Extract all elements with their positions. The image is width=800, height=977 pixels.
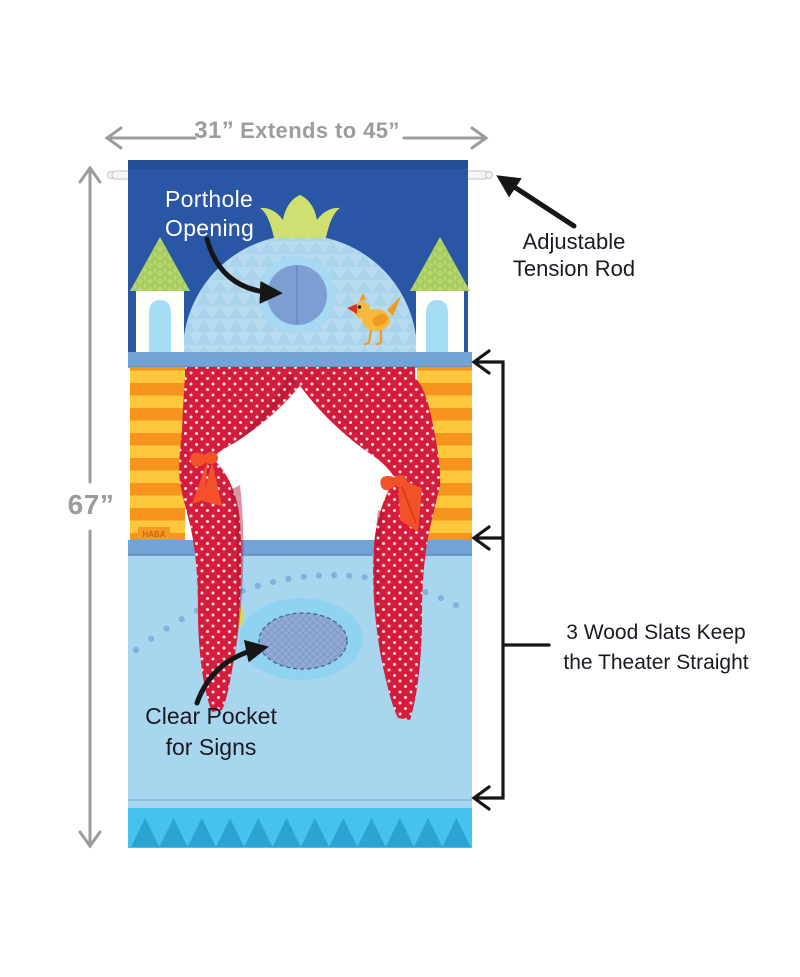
right-curtain: [288, 367, 441, 720]
clear-pocket-label: Clear Pocket for Signs: [145, 703, 277, 760]
bird-icon: [347, 293, 401, 346]
left-curtain: [179, 367, 312, 712]
width-measure-label: 31”Extends to 45”: [194, 117, 400, 145]
right-ribbon: [380, 475, 422, 532]
crown-icon: [260, 195, 340, 238]
pocket-arrow: [194, 639, 269, 706]
clear-pocket: [239, 598, 363, 680]
width-note: Extends to 45”: [240, 118, 400, 143]
zigzag-trim: [131, 818, 471, 847]
left-ribbon: [190, 452, 222, 506]
left-column: [130, 367, 185, 540]
height-measure-arrow: [78, 165, 102, 849]
width-measure-arrow: [104, 126, 489, 150]
left-tower: [130, 237, 190, 352]
porthole: [258, 256, 336, 334]
porthole-arrow: [204, 236, 283, 304]
right-tower: [410, 237, 470, 352]
wood-slats-label: 3 Wood Slats Keep the Theater Straight: [563, 621, 749, 674]
wood-slats-bracket: [471, 349, 551, 811]
tension-rod-arrow: [496, 175, 577, 229]
width-value: 31”: [194, 117, 235, 144]
tension-rod-label: Adjustable Tension Rod: [512, 229, 636, 281]
brand-tag: HABA: [138, 527, 170, 540]
svg-text:HABA: HABA: [142, 530, 165, 539]
puppet-theater-illustration: HABA: [107, 160, 493, 848]
height-measure-label: 67”: [67, 489, 115, 520]
porthole-opening-label: Porthole Opening: [165, 186, 255, 241]
